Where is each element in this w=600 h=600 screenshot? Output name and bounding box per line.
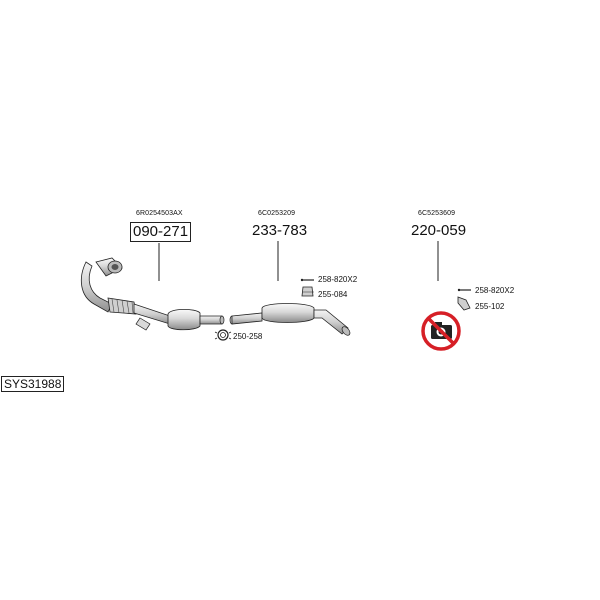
oem-ref-middle-silencer: 6C0253209: [258, 210, 296, 217]
rubber-mount-icon-2[interactable]: [457, 296, 471, 311]
oem-ref-rear-silencer: 6C5253609: [418, 210, 456, 217]
middle-silencer-drawing[interactable]: [229, 303, 352, 337]
accessory-clamp-label-2[interactable]: 258-820X2: [475, 286, 515, 295]
gasket-ring-icon[interactable]: [214, 329, 232, 341]
part-number-catalytic-converter[interactable]: 090-271: [130, 222, 192, 242]
rubber-mount-icon-1[interactable]: [301, 286, 314, 297]
clamp-icon-1[interactable]: [300, 278, 314, 282]
accessory-clamp-label-1[interactable]: 258-820X2: [318, 275, 358, 284]
accessory-gasket-label[interactable]: 250-258: [233, 332, 263, 341]
part-number-middle-silencer[interactable]: 233-783: [252, 222, 308, 239]
accessory-rubber-mount-label-2[interactable]: 255-102: [475, 302, 505, 311]
clamp-icon-2[interactable]: [457, 288, 471, 292]
oem-ref-catalytic-converter: 6R0254503AX: [136, 210, 183, 217]
part-number-rear-silencer[interactable]: 220-059: [411, 222, 467, 239]
catalytic-converter-drawing[interactable]: [80, 257, 225, 331]
system-code-badge: SYS31988: [1, 376, 65, 392]
accessory-rubber-mount-label-1[interactable]: 255-084: [318, 290, 348, 299]
no-camera-prohibited-icon: [421, 311, 461, 351]
